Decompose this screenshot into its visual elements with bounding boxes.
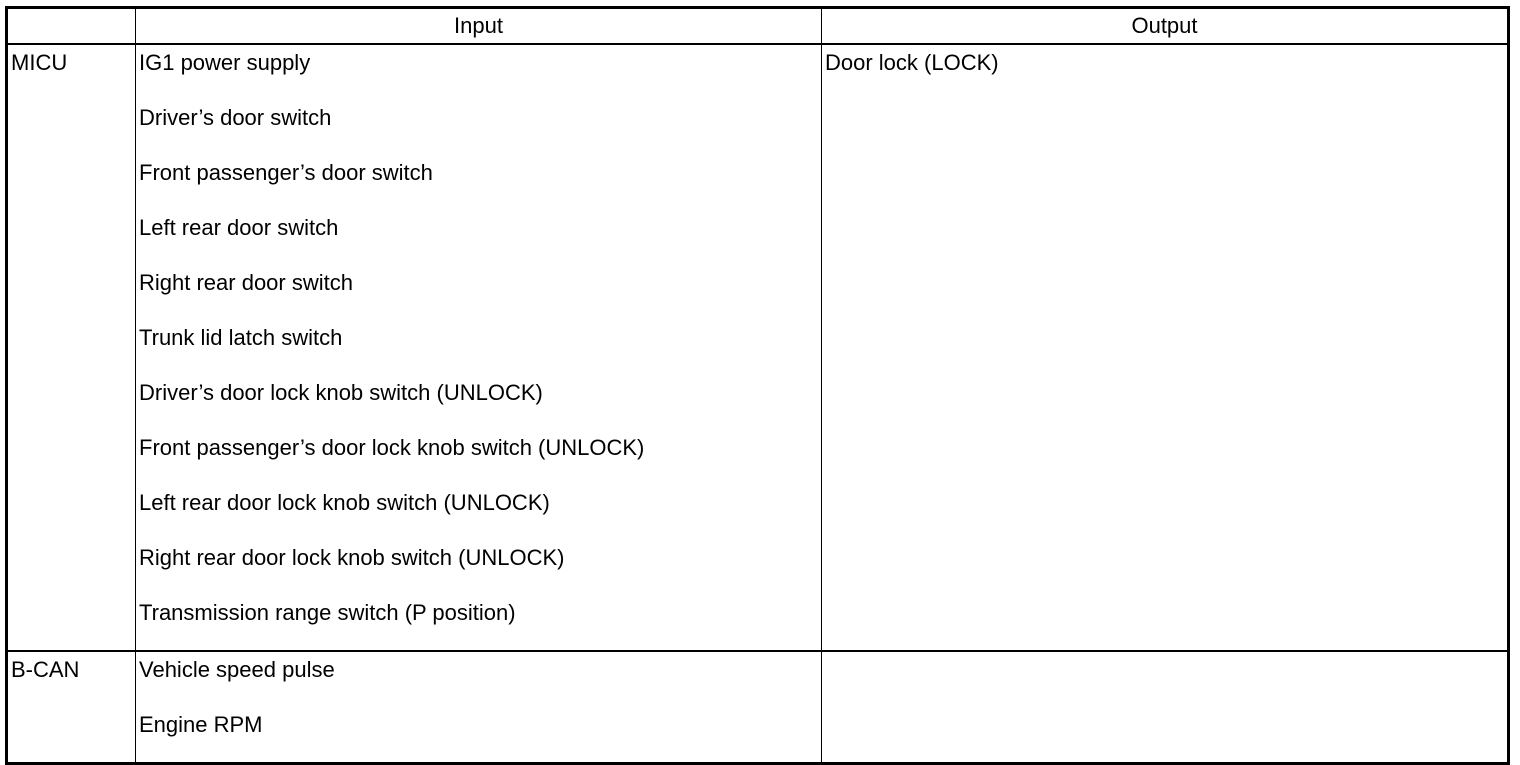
- table-row: MICU IG1 power supply Driver’s door swit…: [6, 43, 1509, 652]
- input-item: Transmission range switch (P position): [139, 600, 516, 625]
- unit-label: MICU: [11, 50, 68, 75]
- unit-cell: MICU: [6, 43, 136, 652]
- input-item: Trunk lid latch switch: [139, 325, 343, 350]
- input-item: Driver’s door lock knob switch (UNLOCK): [139, 380, 543, 405]
- input-item: Right rear door lock knob switch (UNLOCK…: [139, 545, 565, 570]
- inputs-cell: Vehicle speed pulse Engine RPM: [135, 650, 822, 764]
- outputs-cell: Door lock (LOCK): [821, 43, 1509, 652]
- input-item: Driver’s door switch: [139, 105, 332, 130]
- input-item: Vehicle speed pulse: [139, 657, 335, 682]
- input-item: Right rear door switch: [139, 270, 353, 295]
- table-row: B-CAN Vehicle speed pulse Engine RPM: [6, 650, 1509, 764]
- inputs-cell: IG1 power supply Driver’s door switch Fr…: [135, 43, 822, 652]
- output-item: Door lock (LOCK): [825, 50, 999, 75]
- outputs-cell: [821, 650, 1509, 764]
- header-input: Input: [135, 7, 822, 45]
- input-item: Front passenger’s door lock knob switch …: [139, 435, 645, 460]
- unit-label: B-CAN: [11, 657, 80, 682]
- header-row: Input Output: [6, 7, 1509, 45]
- header-unit: [6, 7, 136, 45]
- input-item: Left rear door switch: [139, 215, 339, 240]
- io-table: Input Output MICU IG1 power supply Drive…: [5, 6, 1510, 765]
- input-item: Left rear door lock knob switch (UNLOCK): [139, 490, 550, 515]
- input-item: IG1 power supply: [139, 50, 311, 75]
- unit-cell: B-CAN: [6, 650, 136, 764]
- header-output: Output: [821, 7, 1509, 45]
- input-item: Front passenger’s door switch: [139, 160, 433, 185]
- input-item: Engine RPM: [139, 712, 263, 737]
